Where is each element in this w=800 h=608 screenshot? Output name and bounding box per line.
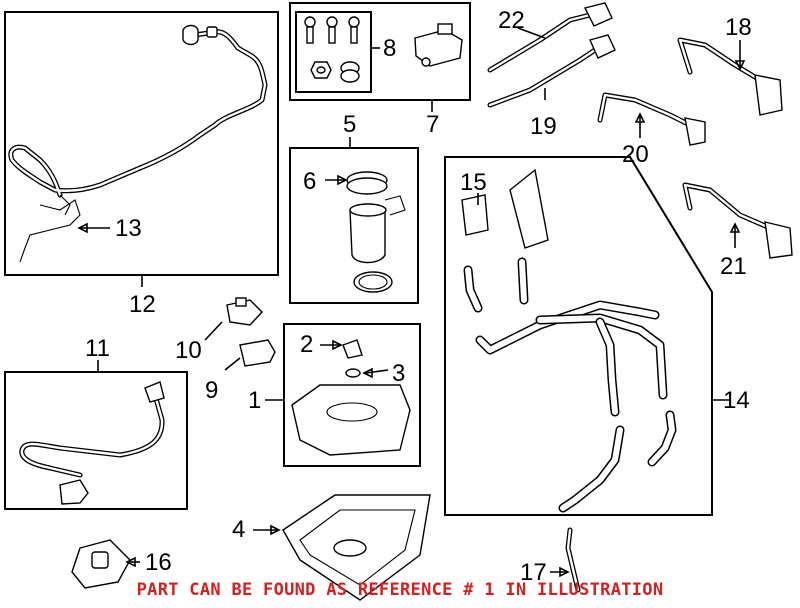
callout-12: 12 xyxy=(129,291,156,318)
callout-1: 1 xyxy=(248,387,261,414)
callout-8: 8 xyxy=(383,35,396,62)
callout-13: 13 xyxy=(115,215,142,242)
callout-21: 21 xyxy=(720,253,747,280)
callout-20: 20 xyxy=(622,141,649,168)
fuel-tank-drawing xyxy=(291,339,411,456)
frame-evap-hoses xyxy=(444,156,713,516)
frame-sensor-harness xyxy=(4,371,188,510)
oil-pan-drawing xyxy=(282,494,431,601)
leader-lines xyxy=(77,27,746,578)
callout-4: 4 xyxy=(232,516,245,543)
sensor-21-drawing xyxy=(682,182,793,259)
valve-16-drawing xyxy=(71,539,131,589)
sensor-18-drawing xyxy=(677,37,783,116)
evap-hoses-drawing xyxy=(461,168,677,513)
frame-hardware-kit xyxy=(295,11,372,93)
callout-10: 10 xyxy=(175,337,202,364)
frame-fuel-pump xyxy=(289,147,419,304)
callout-22: 22 xyxy=(498,7,525,34)
sensor-20-drawing xyxy=(597,92,706,146)
fuel-pump-drawing xyxy=(346,171,406,293)
sensor-harness-drawing xyxy=(19,381,165,505)
callout-17: 17 xyxy=(520,559,547,586)
sensor-19-drawing xyxy=(487,34,616,108)
callout-2: 2 xyxy=(300,331,313,358)
callout-9: 9 xyxy=(205,377,218,404)
callout-15: 15 xyxy=(460,169,487,196)
footer-note: PART CAN BE FOUND AS REFERENCE # 1 IN IL… xyxy=(136,580,664,600)
fuel-line-drawing xyxy=(8,24,268,263)
callout-5: 5 xyxy=(343,111,356,138)
callout-14: 14 xyxy=(723,387,750,414)
callout-3: 3 xyxy=(392,360,405,387)
callout-labels: 1 2 3 4 5 6 7 8 9 10 11 12 13 14 15 16 1… xyxy=(85,7,752,586)
sensor-22-drawing xyxy=(487,2,613,73)
sensor-10-drawing xyxy=(226,297,263,326)
callout-6: 6 xyxy=(303,168,316,195)
frame-fuel-tank xyxy=(283,323,421,467)
frame-valve-kit xyxy=(289,2,471,101)
callout-18: 18 xyxy=(725,14,752,41)
callout-19: 19 xyxy=(530,113,557,140)
callout-11: 11 xyxy=(85,335,110,362)
callout-16: 16 xyxy=(145,549,172,576)
hardware-kit-drawing xyxy=(304,16,360,83)
callout-7: 7 xyxy=(426,111,439,138)
sensor-9-drawing xyxy=(239,339,276,367)
sensor-17-drawing xyxy=(565,527,581,593)
valve-drawing xyxy=(414,23,463,67)
